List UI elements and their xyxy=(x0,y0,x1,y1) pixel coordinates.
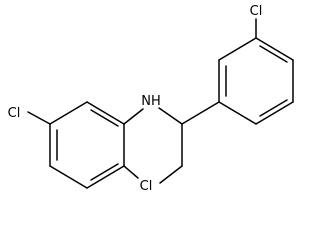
double-bond-ring1-2 xyxy=(90,163,119,181)
nh-label: NH xyxy=(141,94,161,109)
bond-n-ch xyxy=(158,107,183,125)
double-bond-ring1-1 xyxy=(90,109,119,127)
bond-ring2-f xyxy=(218,101,257,125)
bond-ring2-c xyxy=(255,37,294,61)
bond-ring1-d xyxy=(49,165,88,189)
bond-ch2-ch3 xyxy=(159,165,183,184)
bond-ring1-a xyxy=(86,101,125,125)
double-bond-ring2-2 xyxy=(259,45,288,63)
bond-ring2-e xyxy=(255,101,294,125)
cl-left-label: Cl xyxy=(8,106,21,121)
bond-ring1-n xyxy=(123,108,144,125)
bond-ring1-c xyxy=(86,165,125,189)
bond-cl-bottom xyxy=(123,165,139,179)
dichlorophenyl-ring xyxy=(49,101,125,189)
bond-cl-left xyxy=(27,111,51,125)
chlorophenyl-ring xyxy=(218,37,294,125)
cl-top-label: Cl xyxy=(250,4,263,19)
cl-bottom-label: Cl xyxy=(140,179,153,194)
bond-ch-ring2 xyxy=(181,101,220,125)
double-bond-ring2-3 xyxy=(259,99,288,117)
chemical-structure-diagram: Cl NH Cl Cl xyxy=(8,4,294,194)
bond-ring2-b xyxy=(218,37,257,61)
bond-ring1-f xyxy=(49,101,88,125)
